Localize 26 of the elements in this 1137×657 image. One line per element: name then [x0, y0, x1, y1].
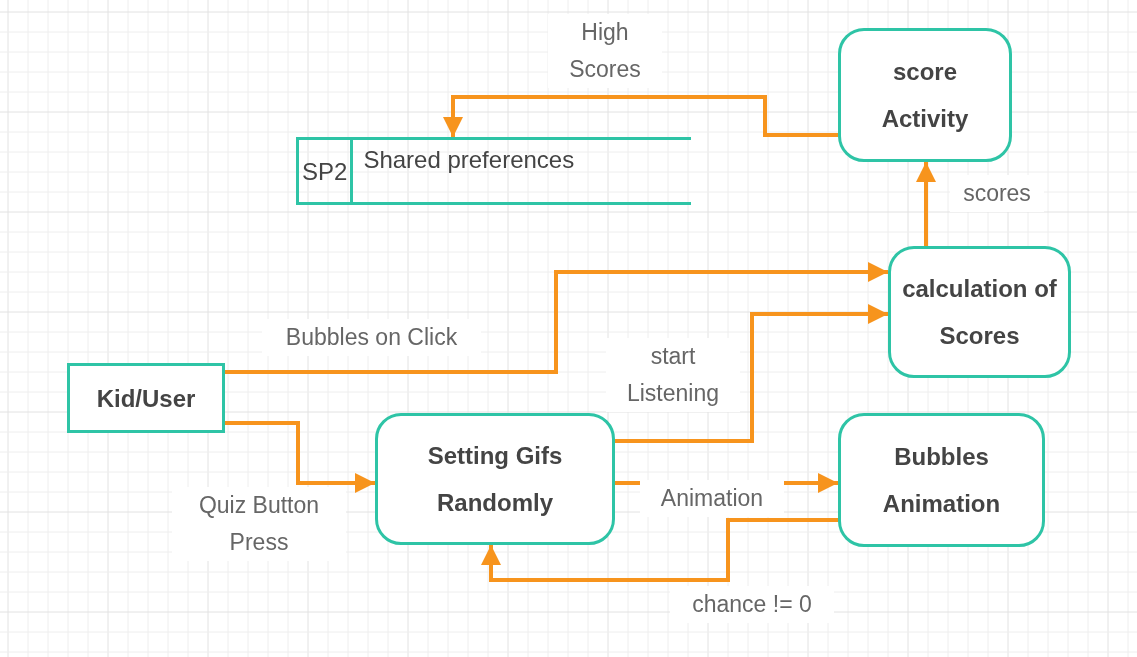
store-name: Shared preferences [362, 145, 576, 175]
node-label: Kid/User [96, 383, 196, 414]
arrow [225, 262, 888, 374]
process-box [888, 246, 1071, 378]
node-label: calculation of Scores [901, 274, 1058, 351]
edge-label: Quiz Button Press [172, 487, 346, 561]
arrow [225, 421, 375, 493]
edge-label: Animation [640, 480, 784, 517]
arrow [443, 95, 838, 137]
edge-label: chance != 0 [670, 586, 834, 623]
edge-label: High Scores [548, 14, 662, 88]
edge-label: Bubbles on Click [262, 319, 481, 356]
edge-label: scores [950, 175, 1044, 212]
process-box [375, 413, 615, 545]
node-label: score Activity [880, 57, 970, 134]
node-label: Setting Gifs Randomly [426, 441, 564, 518]
arrow [615, 304, 888, 443]
node-label: Bubbles Animation [881, 442, 1002, 519]
process-box [838, 413, 1045, 547]
process-box [838, 28, 1012, 162]
arrow [481, 518, 838, 582]
data-store [296, 137, 691, 205]
process-box [67, 363, 225, 433]
store-id: SP2 [299, 140, 354, 202]
edge-label: start Listening [606, 338, 740, 412]
arrow [916, 162, 936, 246]
